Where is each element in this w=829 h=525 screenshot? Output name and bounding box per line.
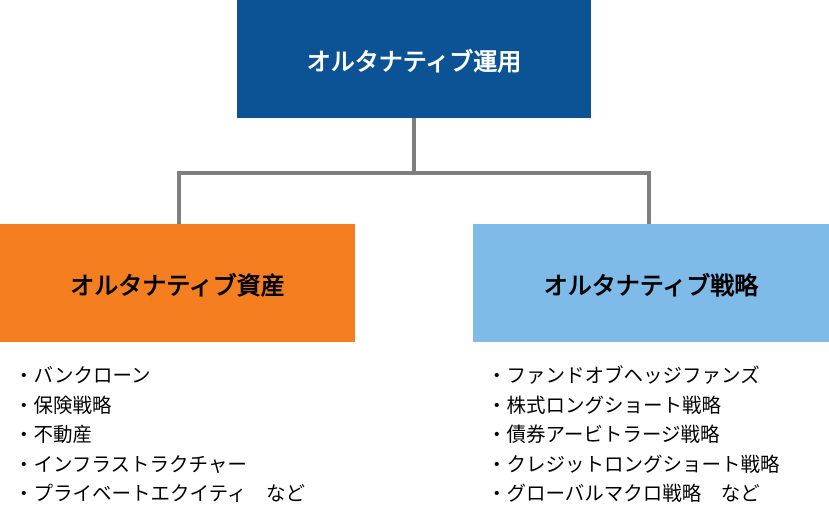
- root-node-label: オルタナティブ運用: [306, 47, 522, 76]
- left-list-item: ・不動産: [14, 423, 93, 446]
- right-list-item: ・株式ロングショート戦略: [487, 393, 722, 417]
- right-list-item: ・ファンドオブヘッジファンズ: [487, 364, 760, 387]
- right-node-label: オルタナティブ戦略: [543, 271, 759, 300]
- left-list-item: ・保険戦略: [14, 393, 112, 417]
- right-list-item: ・クレジットロングショート戦略: [487, 452, 780, 476]
- left-node-box: オルタナティブ資産: [0, 224, 355, 342]
- left-list-item: ・インフラストラクチャー: [14, 452, 247, 476]
- left-items-list: ・バンクローン ・保険戦略 ・不動産 ・インフラストラクチャー ・プライベートエ…: [14, 361, 305, 509]
- left-node-label: オルタナティブ資産: [70, 271, 285, 300]
- right-list-item: ・債券アービトラージ戦略: [487, 423, 720, 446]
- right-items-list: ・ファンドオブヘッジファンズ ・株式ロングショート戦略 ・債券アービトラージ戦略…: [487, 361, 780, 509]
- right-list-item: ・グローバルマクロ戦略 など: [487, 482, 760, 505]
- left-list-item: ・バンクローン: [14, 364, 151, 387]
- left-list-item: ・プライベートエクイティ など: [14, 482, 305, 505]
- root-node-box: オルタナティブ運用: [237, 0, 591, 118]
- right-node-box: オルタナティブ戦略: [473, 224, 829, 342]
